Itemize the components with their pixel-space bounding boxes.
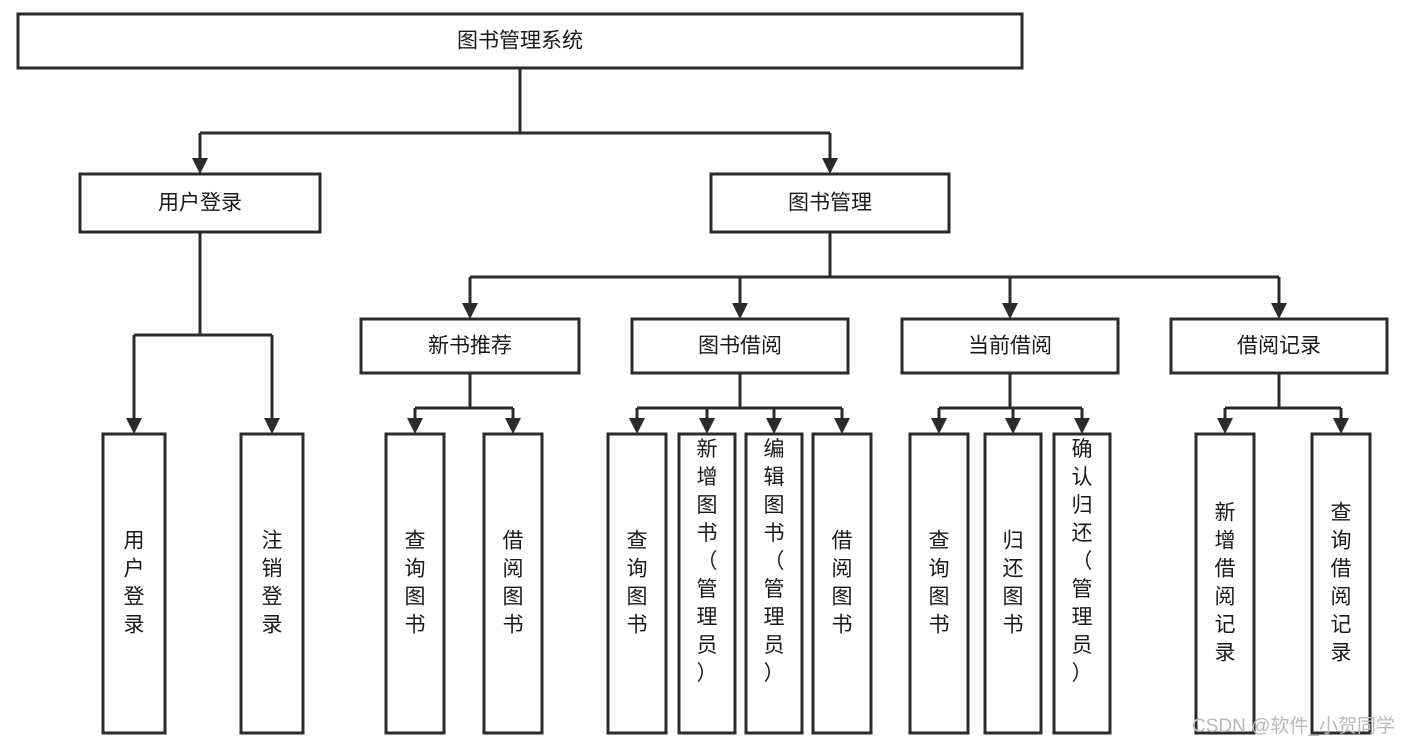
borrow-record-drop-0-arrowhead <box>1217 418 1233 434</box>
current-borrow-drop-0-arrowhead <box>931 418 947 434</box>
node-current-borrow[interactable]: 当前借阅 <box>900 317 1120 375</box>
node-label-leaf-return-book: 归还图书 <box>1003 530 1024 637</box>
node-leaf-user-logout[interactable]: 注销登录 <box>239 432 305 735</box>
node-label-leaf-edit-book: 编辑图书（管理员） <box>764 438 785 685</box>
level2-drop-1-arrowhead <box>732 303 748 319</box>
node-box-user-login[interactable] <box>78 172 322 234</box>
node-label-leaf-query-book-1: 查询图书 <box>405 530 426 637</box>
node-label-leaf-query-book-3: 查询图书 <box>929 530 950 637</box>
node-label-leaf-add-book: 新增图书（管理员） <box>697 438 718 685</box>
node-leaf-query-book-2[interactable]: 查询图书 <box>606 432 668 735</box>
node-box-root[interactable] <box>16 12 1024 70</box>
node-leaf-add-book[interactable]: 新增图书（管理员） <box>677 432 737 735</box>
node-leaf-borrow-book-2[interactable]: 借阅图书 <box>811 432 873 735</box>
node-box-leaf-confirm-return[interactable] <box>1052 432 1112 735</box>
book-borrow-drop-0-arrowhead <box>629 418 645 434</box>
node-leaf-borrow-book-1[interactable]: 借阅图书 <box>482 432 544 735</box>
level2-drop-3-arrowhead <box>1271 303 1287 319</box>
node-label-leaf-confirm-return: 确认归还（管理员） <box>1072 438 1093 685</box>
node-leaf-confirm-return[interactable]: 确认归还（管理员） <box>1052 432 1112 735</box>
node-label-book-manage: 图书管理 <box>788 192 872 215</box>
node-box-current-borrow[interactable] <box>900 317 1120 375</box>
node-box-new-book-rec[interactable] <box>359 317 581 375</box>
node-box-book-borrow[interactable] <box>630 317 850 375</box>
node-leaf-user-login[interactable]: 用户登录 <box>101 432 167 735</box>
node-box-leaf-user-logout[interactable] <box>239 432 305 735</box>
node-box-leaf-borrow-book-1[interactable] <box>482 432 544 735</box>
connector-lines <box>126 68 1349 434</box>
level1-drop-1-arrowhead <box>822 158 838 174</box>
current-borrow-drop-1-arrowhead <box>1005 418 1021 434</box>
node-box-leaf-user-login[interactable] <box>101 432 167 735</box>
node-leaf-query-record[interactable]: 查询借阅记录 <box>1310 432 1372 735</box>
node-label-leaf-borrow-book-1: 借阅图书 <box>503 530 524 637</box>
user-login-drop-0-arrowhead <box>126 418 142 434</box>
node-box-leaf-return-book[interactable] <box>983 432 1043 735</box>
node-leaf-return-book[interactable]: 归还图书 <box>983 432 1043 735</box>
book-borrow-drop-1-arrowhead <box>699 418 715 434</box>
csdn-watermark: CSDN @软件_小贺同学 <box>1192 715 1395 737</box>
node-box-borrow-record[interactable] <box>1169 317 1389 375</box>
user-login-drop-1-arrowhead <box>264 418 280 434</box>
node-label-book-borrow: 图书借阅 <box>698 335 782 358</box>
level1-drop-0-arrowhead <box>192 158 208 174</box>
node-leaf-add-record[interactable]: 新增借阅记录 <box>1194 432 1256 735</box>
node-label-leaf-borrow-book-2: 借阅图书 <box>832 530 853 637</box>
node-label-borrow-record: 借阅记录 <box>1237 335 1321 358</box>
node-box-leaf-add-record[interactable] <box>1194 432 1256 735</box>
node-book-borrow[interactable]: 图书借阅 <box>630 317 850 375</box>
node-leaf-query-book-1[interactable]: 查询图书 <box>384 432 446 735</box>
node-box-leaf-query-book-1[interactable] <box>384 432 446 735</box>
node-label-current-borrow: 当前借阅 <box>968 335 1052 358</box>
level2-drop-0-arrowhead <box>462 303 478 319</box>
level2-drop-2-arrowhead <box>1002 303 1018 319</box>
new-book-rec-drop-0-arrowhead <box>407 418 423 434</box>
node-borrow-record[interactable]: 借阅记录 <box>1169 317 1389 375</box>
node-box-leaf-query-book-3[interactable] <box>908 432 970 735</box>
node-label-leaf-query-book-2: 查询图书 <box>627 530 648 637</box>
node-box-book-manage[interactable] <box>709 172 951 234</box>
node-box-leaf-query-book-2[interactable] <box>606 432 668 735</box>
node-label-root: 图书管理系统 <box>457 30 583 53</box>
node-leaf-edit-book[interactable]: 编辑图书（管理员） <box>744 432 804 735</box>
node-box-leaf-query-record[interactable] <box>1310 432 1372 735</box>
node-root[interactable]: 图书管理系统 <box>16 12 1024 70</box>
node-box-leaf-add-book[interactable] <box>677 432 737 735</box>
node-box-leaf-borrow-book-2[interactable] <box>811 432 873 735</box>
new-book-rec-drop-1-arrowhead <box>505 418 521 434</box>
node-label-new-book-rec: 新书推荐 <box>428 335 512 358</box>
book-borrow-drop-3-arrowhead <box>834 418 850 434</box>
node-boxes: 图书管理系统用户登录图书管理新书推荐图书借阅当前借阅借阅记录用户登录注销登录查询… <box>16 12 1389 735</box>
node-label-leaf-add-record: 新增借阅记录 <box>1215 502 1236 665</box>
borrow-record-drop-1-arrowhead <box>1333 418 1349 434</box>
current-borrow-drop-2-arrowhead <box>1074 418 1090 434</box>
node-leaf-query-book-3[interactable]: 查询图书 <box>908 432 970 735</box>
book-borrow-drop-2-arrowhead <box>766 418 782 434</box>
node-user-login[interactable]: 用户登录 <box>78 172 322 234</box>
node-box-leaf-edit-book[interactable] <box>744 432 804 735</box>
node-label-leaf-query-record: 查询借阅记录 <box>1331 502 1352 665</box>
node-label-leaf-user-login: 用户登录 <box>124 530 145 637</box>
node-new-book-rec[interactable]: 新书推荐 <box>359 317 581 375</box>
node-label-leaf-user-logout: 注销登录 <box>262 530 283 637</box>
node-book-manage[interactable]: 图书管理 <box>709 172 951 234</box>
node-label-user-login: 用户登录 <box>158 192 242 215</box>
